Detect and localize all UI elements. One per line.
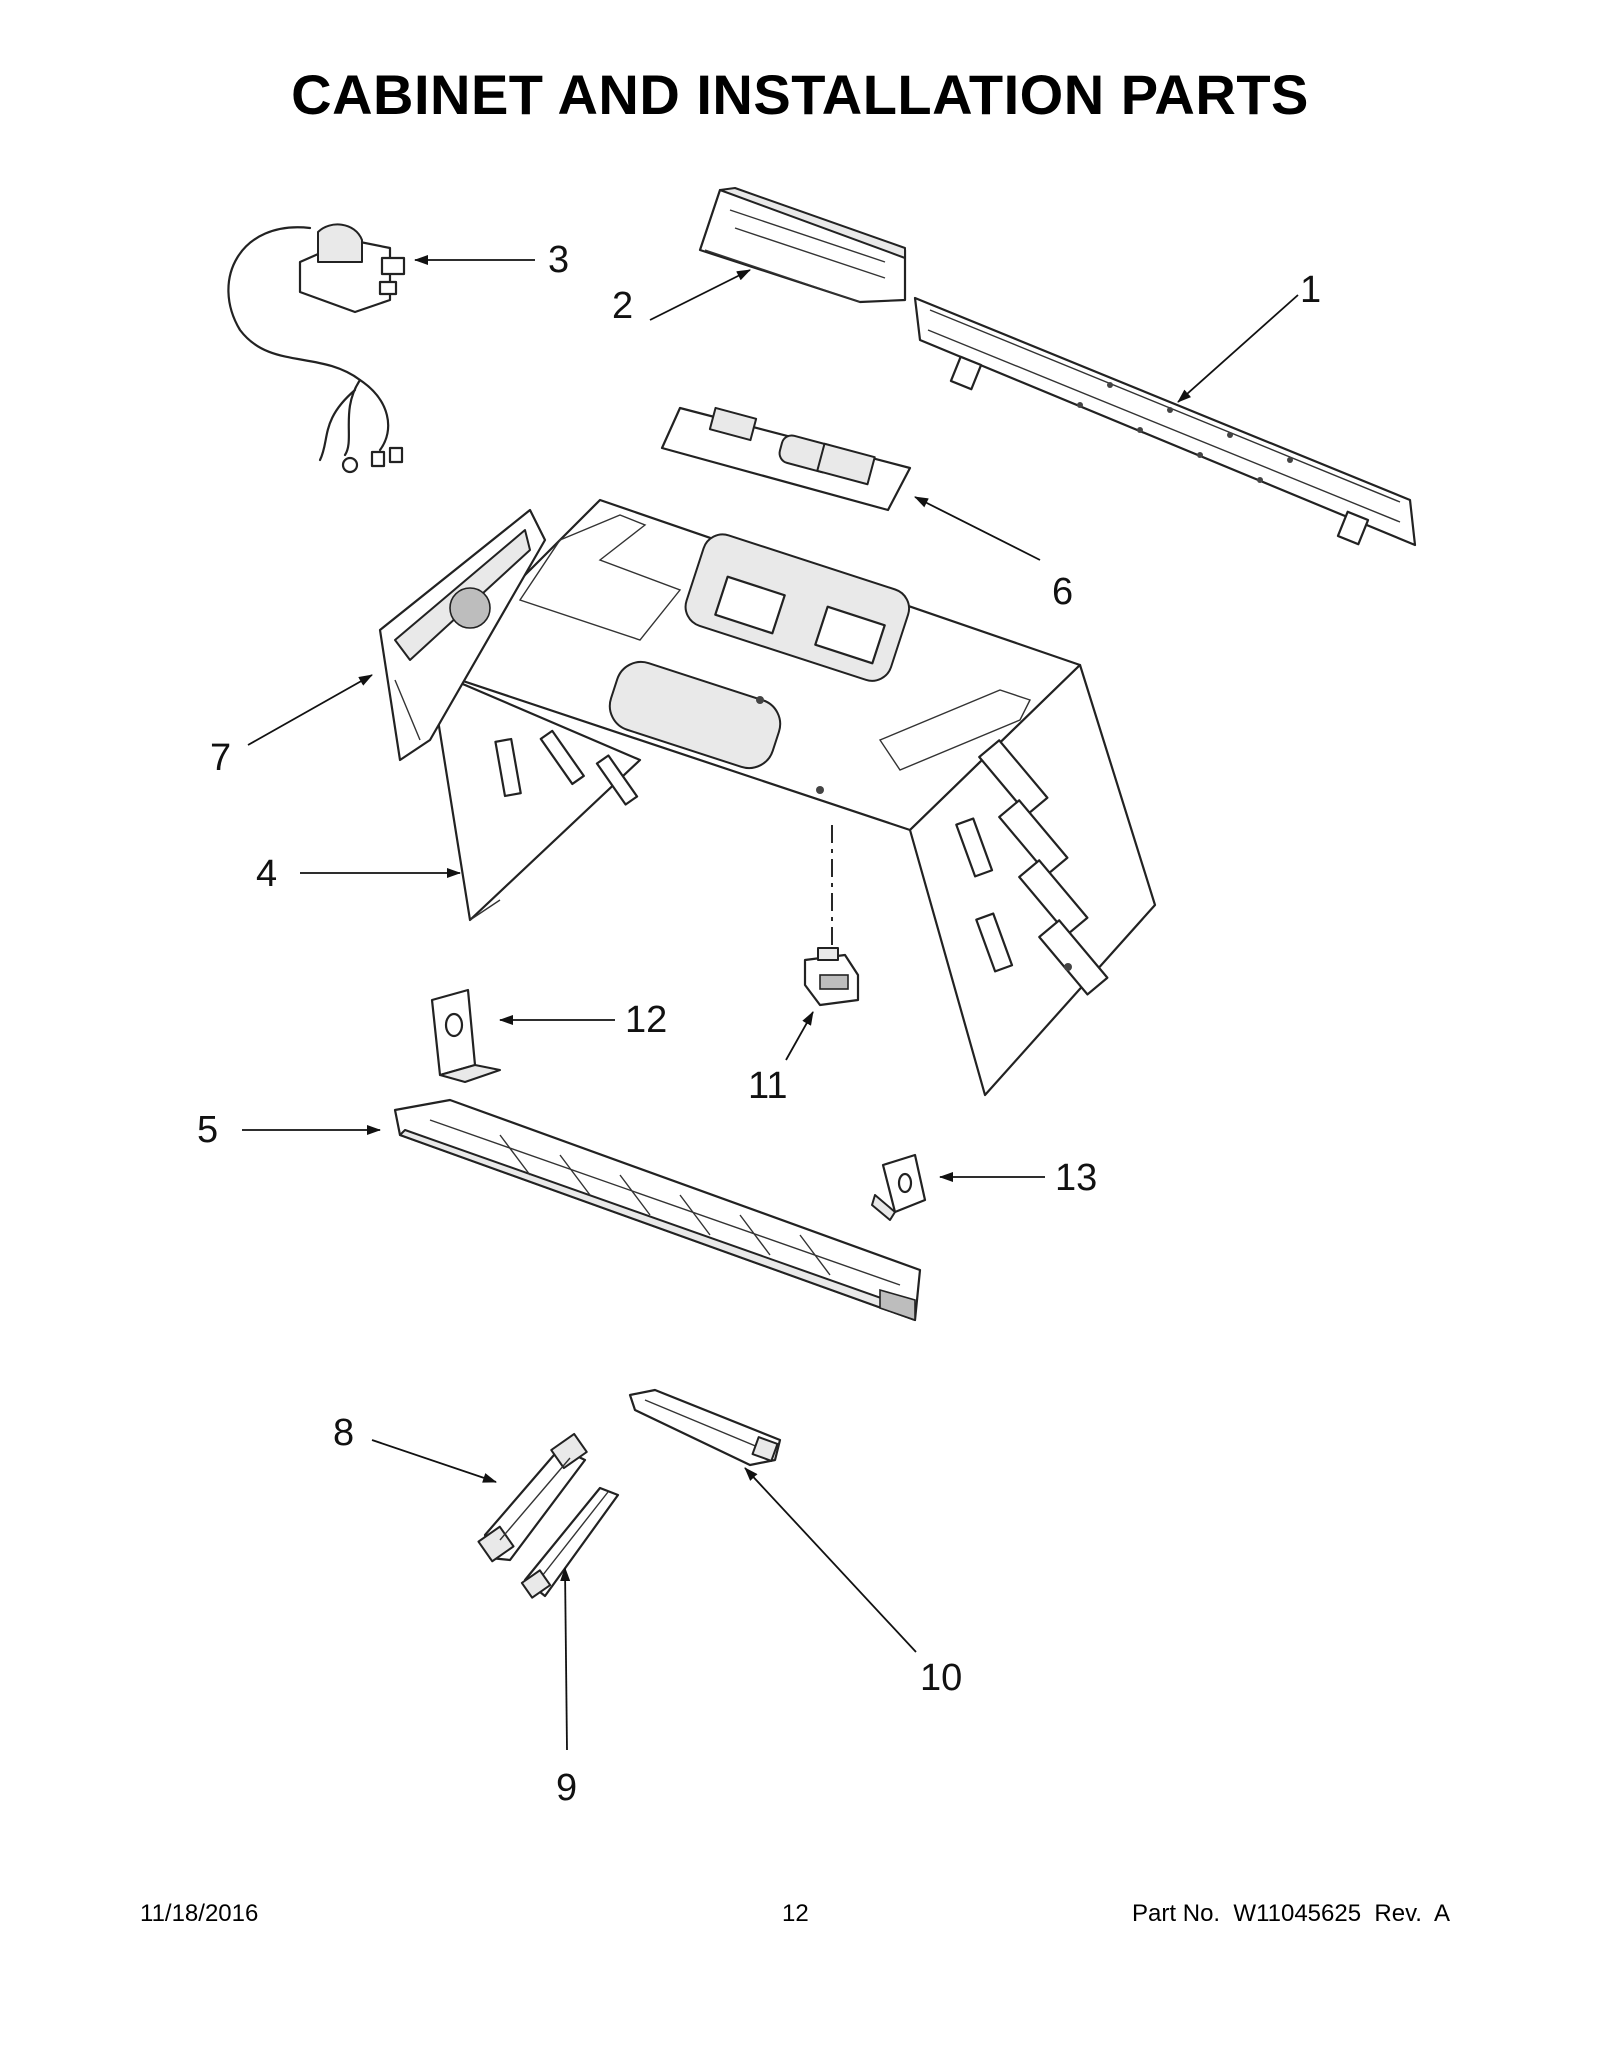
power-cord-part: [227, 223, 406, 474]
leader-9: [560, 1567, 571, 1751]
rail-10-part: [628, 1388, 782, 1467]
callout-2: 2: [612, 285, 633, 327]
duct-9-part: [520, 1486, 620, 1599]
callout-4: 4: [256, 853, 277, 895]
callout-10: 10: [920, 1657, 962, 1699]
side-panel-part: [378, 508, 547, 762]
leader-lines: [242, 255, 1299, 1751]
leader-2: [649, 269, 751, 321]
cabinet-part: [428, 498, 1157, 1097]
leader-6: [914, 496, 1041, 561]
callout-9: 9: [556, 1767, 577, 1809]
leader-10: [744, 1467, 917, 1653]
bracket-13-part: [871, 1153, 927, 1221]
control-bracket-part: [660, 406, 912, 512]
footer-date: 11/18/2016: [140, 1900, 259, 1927]
leader-1: [1177, 294, 1299, 403]
callout-7: 7: [210, 737, 231, 779]
mounting-plate-part: [913, 296, 1417, 547]
thermostat-part: [803, 825, 860, 1007]
callout-11: 11: [748, 1065, 787, 1107]
duct-8-part: [477, 1432, 588, 1563]
leader-7: [247, 674, 373, 746]
vent-grille-part: [393, 1098, 922, 1322]
callout-6: 6: [1052, 571, 1073, 613]
top-vent-part: [698, 187, 907, 304]
footer-page-number: 12: [782, 1900, 809, 1927]
leader-8: [371, 1439, 497, 1483]
callout-1: 1: [1300, 269, 1321, 311]
callout-12: 12: [625, 999, 667, 1041]
leader-11: [785, 1011, 814, 1061]
callout-8: 8: [333, 1412, 354, 1454]
page-title: CABINET AND INSTALLATION PARTS: [291, 63, 1309, 126]
callout-13: 13: [1055, 1157, 1097, 1199]
callout-3: 3: [548, 239, 569, 281]
callout-5: 5: [197, 1109, 218, 1151]
bracket-12-part: [430, 988, 501, 1083]
footer-part-number: Part No. W11045625 Rev. A: [1132, 1900, 1450, 1927]
callout-labels: 1 2 3 4 5 6 7 8 9 10 11 12 13: [197, 239, 1321, 1809]
